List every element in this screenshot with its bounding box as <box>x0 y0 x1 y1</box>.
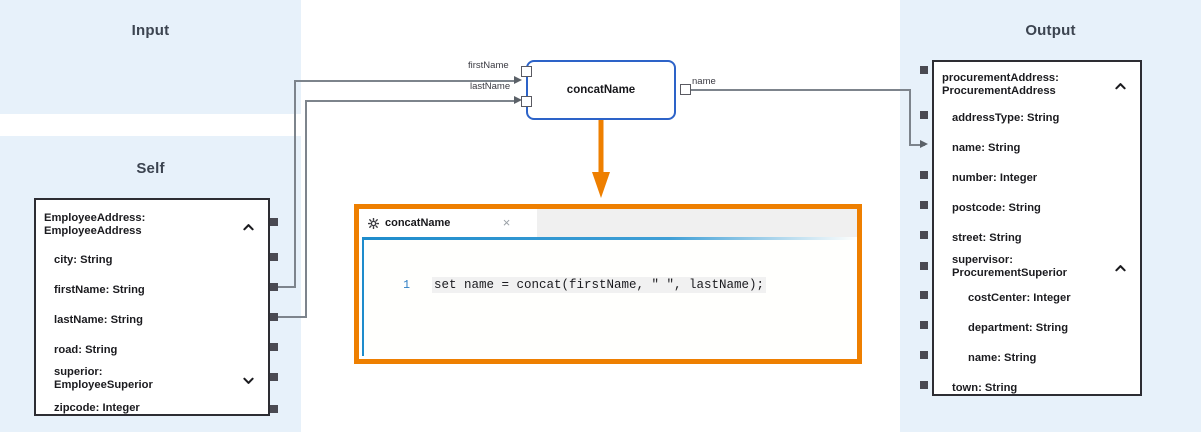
self-field-label-3: lastName: String <box>54 314 143 326</box>
self-field-label-6: zipcode: Integer <box>54 402 140 414</box>
output-field-label-6: supervisor:ProcurementSuperior <box>952 254 1068 279</box>
output-field-label-0: procurementAddress:ProcurementAddress <box>942 72 1059 97</box>
wire-lastname-seg2 <box>305 100 307 318</box>
concat-name-node[interactable]: concatName <box>526 60 676 120</box>
input-panel <box>0 0 301 114</box>
wire-lastname-seg3 <box>305 100 516 102</box>
output-port-5[interactable] <box>920 262 928 270</box>
code-line-1: 1 set name = concat(firstName, " ", last… <box>364 277 857 293</box>
self-port-0[interactable] <box>270 218 278 226</box>
wire-name-seg3 <box>909 144 925 146</box>
self-schema-box: EmployeeAddress:EmployeeAddress city: St… <box>34 198 270 416</box>
self-field-label-4: road: String <box>54 344 118 356</box>
output-field-row[interactable]: town: String <box>934 382 1140 395</box>
chevron-up-icon[interactable] <box>1115 81 1126 92</box>
code-area-top-accent <box>362 237 857 240</box>
wire-firstname-seg1 <box>274 286 296 288</box>
output-panel-title: Output <box>1025 22 1076 39</box>
chevron-up-icon[interactable] <box>1115 263 1126 274</box>
node-input-port-lastname[interactable] <box>521 96 532 107</box>
self-field-label-0: EmployeeAddress:EmployeeAddress <box>44 212 146 237</box>
output-field-label-3: number: Integer <box>952 172 1038 184</box>
self-field-row[interactable]: zipcode: Integer <box>36 402 268 415</box>
node-title: concatName <box>566 84 636 96</box>
output-field-label-8: department: String <box>968 322 1069 334</box>
output-port-4[interactable] <box>920 231 928 239</box>
output-port-8[interactable] <box>920 351 928 359</box>
output-field-row[interactable]: number: Integer <box>934 172 1140 185</box>
self-port-6[interactable] <box>270 405 278 413</box>
chevron-down-icon[interactable] <box>243 375 254 386</box>
wire-name-seg2 <box>909 89 911 145</box>
output-port-0[interactable] <box>920 66 928 74</box>
editor-tabbar: concatName × <box>359 209 857 237</box>
node-output-port-name[interactable] <box>680 84 691 95</box>
wire-firstname-seg2 <box>294 80 296 288</box>
code-text[interactable]: set name = concat(firstName, " ", lastNa… <box>432 277 767 293</box>
self-port-2[interactable] <box>270 283 278 291</box>
node-input-port-firstname[interactable] <box>521 66 532 77</box>
output-field-row[interactable]: name: String <box>934 142 1140 155</box>
code-editor-panel[interactable]: concatName × 1 set name = concat(firstNa… <box>354 204 862 364</box>
gear-icon <box>368 217 379 229</box>
output-field-row[interactable]: supervisor:ProcurementSuperior <box>934 254 1140 282</box>
node-input-label-firstname: firstName <box>468 60 509 71</box>
output-port-6[interactable] <box>920 291 928 299</box>
chevron-up-icon[interactable] <box>243 222 254 233</box>
close-icon[interactable]: × <box>502 215 511 230</box>
wire-lastname-seg1 <box>274 316 306 318</box>
output-schema-box: procurementAddress:ProcurementAddress ad… <box>932 60 1142 396</box>
output-field-label-2: name: String <box>952 142 1021 154</box>
node-output-label-name: name <box>692 76 716 87</box>
output-port-1[interactable] <box>920 111 928 119</box>
editor-tab-concatname[interactable]: concatName × <box>359 209 537 237</box>
self-field-label-1: city: String <box>54 254 113 266</box>
self-field-label-2: firstName: String <box>54 284 145 296</box>
self-port-1[interactable] <box>270 253 278 261</box>
output-port-2[interactable] <box>920 171 928 179</box>
output-field-row[interactable]: addressType: String <box>934 112 1140 125</box>
self-field-row[interactable]: city: String <box>36 254 268 267</box>
output-field-label-9: name: String <box>968 352 1037 364</box>
output-field-label-1: addressType: String <box>952 112 1060 124</box>
output-field-row[interactable]: street: String <box>934 232 1140 245</box>
wire-lastname-arrow <box>514 96 522 104</box>
output-field-row[interactable]: postcode: String <box>934 202 1140 215</box>
line-number: 1 <box>403 278 410 292</box>
self-panel-title: Self <box>136 160 165 177</box>
self-field-row[interactable]: road: String <box>36 344 268 357</box>
self-field-label-5: superior:EmployeeSuperior <box>54 366 153 391</box>
wire-firstname-seg3 <box>294 80 516 82</box>
output-port-9[interactable] <box>920 381 928 389</box>
output-field-row[interactable]: name: String <box>934 352 1140 365</box>
output-field-label-4: postcode: String <box>952 202 1041 214</box>
output-field-label-10: town: String <box>952 382 1018 394</box>
output-field-row[interactable]: department: String <box>934 322 1140 335</box>
output-port-7[interactable] <box>920 321 928 329</box>
self-port-5[interactable] <box>270 373 278 381</box>
self-field-row[interactable]: lastName: String <box>36 314 268 327</box>
output-field-label-7: costCenter: Integer <box>968 292 1071 304</box>
output-field-label-5: street: String <box>952 232 1022 244</box>
self-field-row[interactable]: firstName: String <box>36 284 268 297</box>
self-field-row[interactable]: superior:EmployeeSuperior <box>36 366 268 394</box>
editor-tab-title: concatName <box>385 217 451 229</box>
input-panel-title: Input <box>131 22 170 39</box>
node-input-label-lastname: lastName <box>470 81 511 92</box>
self-port-3[interactable] <box>270 313 278 321</box>
self-field-row[interactable]: EmployeeAddress:EmployeeAddress <box>36 212 268 242</box>
wire-name-arrow <box>920 140 928 148</box>
output-port-3[interactable] <box>920 201 928 209</box>
output-field-row[interactable]: costCenter: Integer <box>934 292 1140 305</box>
output-field-row[interactable]: procurementAddress:ProcurementAddress <box>934 72 1140 100</box>
code-area[interactable]: 1 set name = concat(firstName, " ", last… <box>362 237 857 356</box>
self-port-4[interactable] <box>270 343 278 351</box>
wire-name-seg1 <box>686 89 910 91</box>
node-to-editor-arrow <box>592 120 610 198</box>
wire-firstname-arrow <box>514 76 522 84</box>
